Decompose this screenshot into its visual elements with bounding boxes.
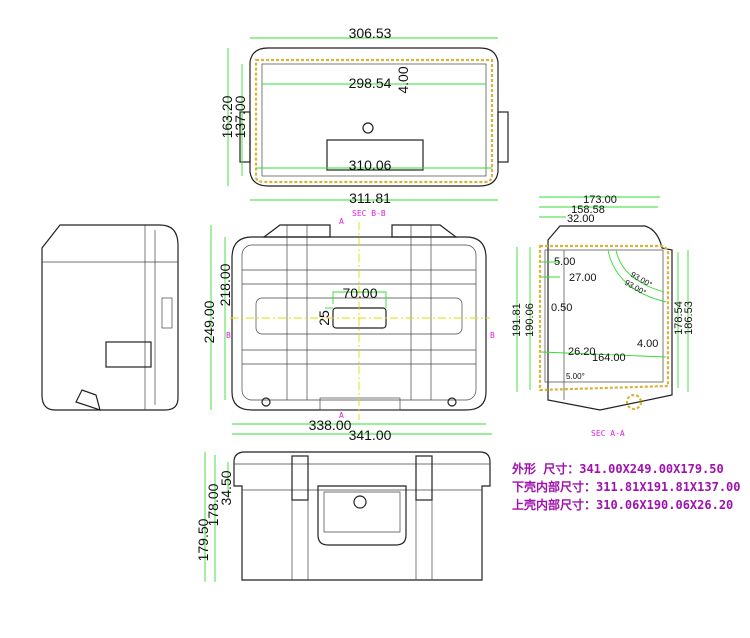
dim-aa-5: 5.00	[554, 256, 575, 268]
marker-a-bottom: A	[339, 411, 344, 420]
dim-aa-h190: 190.06	[524, 303, 536, 337]
dim-front-height-total: 249.00	[201, 300, 217, 343]
dim-aa-angle3: 5.00°	[566, 372, 585, 381]
dim-rear-h179: 179.50	[195, 518, 211, 561]
front-view: SEC B-B A A B B 249.00 218.00 338.00 341…	[201, 209, 495, 443]
dim-inner-width: 298.54	[349, 75, 392, 91]
dim-front-width-inner: 338.00	[309, 417, 352, 433]
dim-label-width: 70.00	[342, 285, 377, 301]
marker-b-left: B	[226, 331, 231, 340]
dim-wall: 4.00	[395, 66, 411, 93]
dim-aa-h186: 186.53	[683, 301, 695, 335]
dim-inner-bottom: 310.06	[349, 157, 392, 173]
dim-rear-h34: 34.50	[218, 470, 234, 505]
dim-aa-158: 158.58	[571, 204, 605, 216]
spec-value: 310.06X190.06X26.20	[596, 498, 734, 512]
dim-outer-width: 306.53	[349, 25, 392, 41]
spec-label: 上壳内部尺寸：	[512, 498, 597, 512]
marker-b-right: B	[490, 331, 495, 340]
dim-aa-32: 32.00	[567, 213, 595, 225]
dim-front-width-total: 341.00	[349, 427, 392, 443]
spec-label: 下壳内部尺寸：	[512, 480, 597, 494]
top-section-view: 306.53 298.54 4.00 310.06 311.81 163.20 …	[219, 25, 509, 206]
dim-aa-050: 0.50	[551, 302, 572, 314]
dim-aa-173: 173.00	[583, 194, 617, 206]
dim-overall: 311.81	[349, 190, 391, 206]
marker-a-top: A	[339, 217, 344, 226]
spec-lower-inner: 下壳内部尺寸：311.81X191.81X137.00	[512, 478, 741, 495]
rear-view: 179.50 178.00 34.50	[195, 451, 491, 582]
spec-upper-inner: 上壳内部尺寸：310.06X190.06X26.20	[512, 496, 733, 513]
spec-value: 341.00X249.00X179.50	[579, 462, 724, 476]
dim-front-height-inner: 218.00	[217, 263, 233, 306]
spec-label: 外形 尺寸：	[512, 462, 580, 476]
spec-outer: 外形 尺寸：341.00X249.00X179.50	[512, 460, 724, 477]
dim-aa-h178: 178.54	[673, 301, 685, 335]
dim-aa-164: 164.00	[592, 352, 626, 364]
dim-aa-27: 27.00	[569, 272, 597, 284]
dim-aa-4: 4.00	[637, 338, 658, 350]
dim-height-inner: 137.00	[232, 95, 248, 138]
spec-value: 311.81X191.81X137.00	[596, 480, 741, 494]
dim-aa-h191: 191.81	[511, 303, 523, 337]
section-aa-label: SEC A-A	[591, 429, 625, 438]
dim-aa-26: 26.20	[568, 346, 596, 358]
side-view	[41, 224, 179, 411]
dim-label-height: 25	[316, 310, 332, 326]
section-bb-label: SEC B-B	[352, 209, 386, 218]
dim-height-total: 163.20	[219, 95, 235, 138]
section-aa-view: 173.00 158.58 32.00 5.00 27.00 0.50 26.2…	[511, 194, 695, 438]
dim-rear-h178: 178.00	[205, 483, 221, 526]
